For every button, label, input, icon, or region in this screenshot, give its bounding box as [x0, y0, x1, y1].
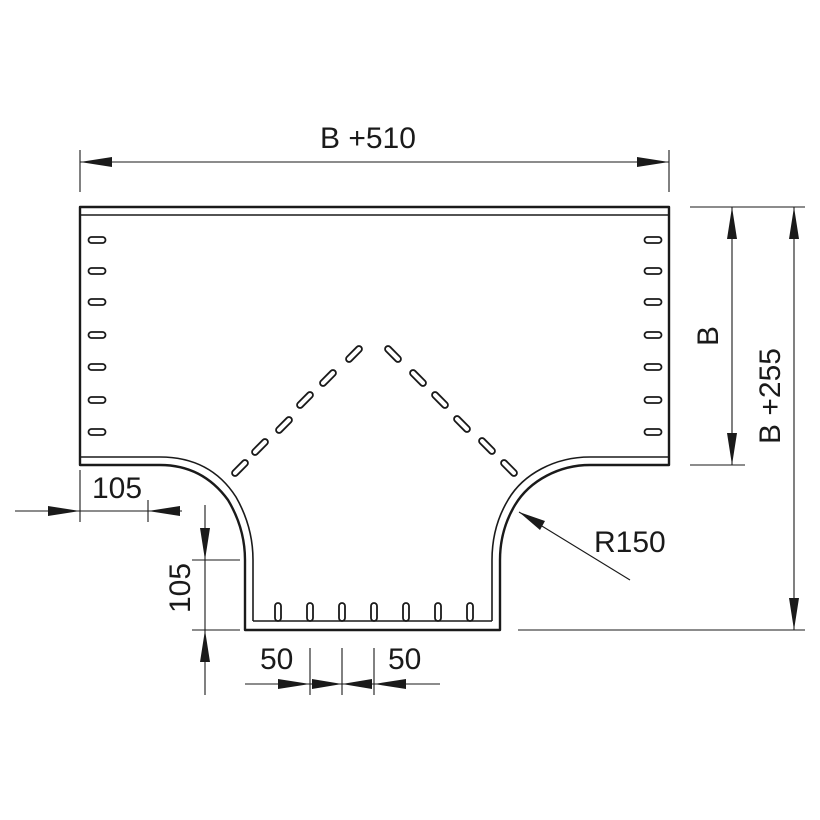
tee-outer-contour: [78, 205, 671, 632]
slot-diagonal-right: [409, 369, 427, 387]
slot-diagonal-right: [453, 415, 471, 433]
slot-bottom: [434, 602, 442, 622]
slot-diagonal-left: [345, 345, 363, 363]
dimension-lines: [15, 150, 805, 695]
slot-left: [87, 396, 107, 404]
label-offset-horizontal: 105: [92, 472, 142, 505]
slot-right: [643, 298, 663, 306]
right-inner-curve: [491, 456, 669, 621]
dim-arrow: [342, 679, 372, 689]
label-height-total: B +255: [754, 348, 787, 444]
slot-right: [643, 363, 663, 371]
label-offset-vertical: 105: [164, 563, 197, 613]
slot-right: [643, 236, 663, 244]
dim-arrow: [148, 506, 180, 516]
slot-bottom: [338, 602, 346, 622]
slot-diagonal-left: [319, 369, 337, 387]
slot-left: [87, 298, 107, 306]
dim-arrow: [789, 598, 799, 630]
dim-arrow: [374, 679, 406, 689]
dim-arrow: [200, 528, 210, 560]
slot-diagonal-right: [478, 437, 496, 455]
slot-bottom: [306, 602, 314, 622]
slot-diagonal-left: [251, 438, 269, 456]
slot-bottom: [370, 602, 378, 622]
dim-arrow: [312, 679, 342, 689]
slot-diagonal-left: [275, 416, 293, 434]
slot-left: [87, 331, 107, 339]
dim-arrow: [200, 630, 210, 662]
slot-diagonal-right: [384, 345, 402, 363]
slot-bottom: [274, 602, 282, 622]
slot-left: [87, 267, 107, 275]
slot-left: [87, 236, 107, 244]
dim-arrow: [48, 506, 80, 516]
slot-left: [87, 363, 107, 371]
dim-arrow: [789, 207, 799, 239]
slot-right: [643, 267, 663, 275]
radius-leader-arrow: [519, 512, 545, 530]
slot-diagonal-left: [296, 391, 314, 409]
dim-arrow: [727, 207, 737, 239]
slot-diagonal-right: [500, 459, 518, 477]
dim-arrow: [727, 433, 737, 465]
label-branch-width: B: [692, 326, 725, 346]
dim-arrow: [637, 157, 669, 167]
label-slot-pitch-right: 50: [388, 643, 421, 676]
slot-diagonal-left: [231, 459, 249, 477]
label-width-total: B +510: [320, 122, 416, 155]
slot-left: [87, 428, 107, 436]
dim-arrow: [80, 157, 112, 167]
left-inner-curve: [80, 456, 254, 621]
slot-right: [643, 428, 663, 436]
label-slot-pitch-left: 50: [260, 643, 293, 676]
slot-diagonal-right: [431, 391, 449, 409]
label-radius: R150: [594, 526, 666, 559]
slot-pattern: [87, 236, 663, 622]
slot-bottom: [402, 602, 410, 622]
slot-right: [643, 331, 663, 339]
slot-bottom: [466, 602, 474, 622]
dim-arrow: [278, 679, 310, 689]
slot-right: [643, 396, 663, 404]
